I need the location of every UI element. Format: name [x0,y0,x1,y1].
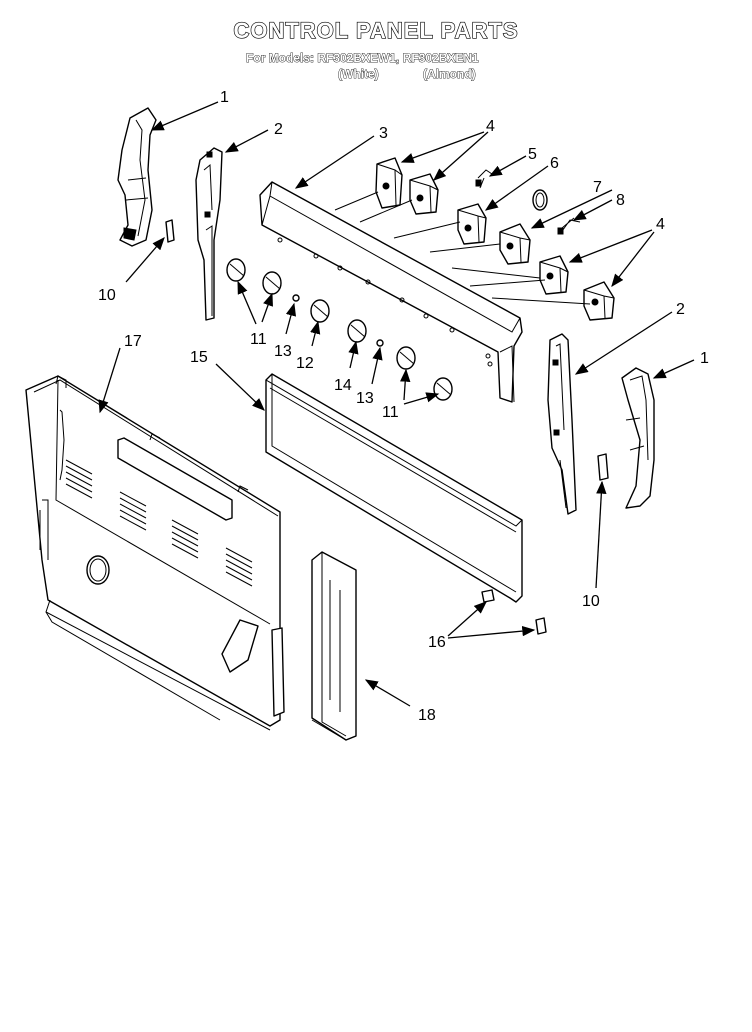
part-6-switch [457,203,487,245]
callout-12: 12 [296,355,314,372]
callout-11-left: 11 [250,331,267,348]
callout-labels: 1 2 3 4 5 6 7 8 4 10 2 17 11 13 15 1 12 … [98,89,709,724]
callout-10-left: 10 [98,287,116,304]
part-16-screws [481,589,547,635]
callout-16: 16 [428,634,446,651]
callout-1-left: 1 [220,89,229,106]
part-13-washers [292,294,384,347]
part-17-rear-panel [25,375,285,731]
callout-10-right: 10 [582,593,600,610]
part-1-right-end-cap [621,367,655,509]
part-15-trim-strip [265,373,523,603]
callout-4-lower: 4 [656,216,665,233]
callout-5: 5 [528,146,537,163]
part-4-switch-upper-b [409,173,439,215]
callout-6: 6 [550,155,559,172]
assembly-guide-lines [334,191,591,305]
callout-13-right: 13 [356,390,374,407]
callout-15: 15 [190,349,208,366]
part-10-right-clip [597,453,609,481]
part-18-channel [311,551,357,741]
leader-lines [98,101,695,707]
callout-1-right: 1 [700,350,709,367]
diagram-title: CONTROL PANEL PARTS [233,17,519,43]
knob-12 [310,299,330,323]
part-4-switch-middle [499,223,531,265]
knob-11-left [226,258,246,282]
callout-17: 17 [124,333,142,350]
color-almond-label: (Almond) [423,67,476,82]
part-7-ring [532,189,548,211]
models-line: For Models: RF302BXEW1, RF302BXEN1 [246,51,480,66]
part-8-wire [557,217,581,235]
callout-2-left: 2 [274,121,283,138]
part-4-switch-lower-b [583,281,615,321]
callout-4-upper: 4 [486,118,495,135]
knob-11-right-b [433,377,453,401]
callout-13-left: 13 [274,343,292,360]
callout-11-right: 11 [382,404,399,421]
callout-3: 3 [379,125,388,142]
knob-14 [347,319,367,343]
callout-18: 18 [418,707,436,724]
color-white-label: (White) [338,67,379,82]
part-5-terminal [475,169,493,189]
part-2-left-bracket [195,147,223,321]
knob-11-second [262,271,282,295]
callout-2-right: 2 [676,301,685,318]
callout-14: 14 [334,377,352,394]
part-3-control-panel [259,181,523,403]
part-1-left-end-cap [117,107,157,247]
part-2-right-bracket [547,333,577,515]
part-4-switch-lower-a [539,255,569,295]
callout-8: 8 [616,192,625,209]
knob-11-right-a [396,346,416,370]
part-4-switch-upper-a [375,157,403,209]
callout-7: 7 [593,179,602,196]
part-10-left-clip [165,219,175,243]
